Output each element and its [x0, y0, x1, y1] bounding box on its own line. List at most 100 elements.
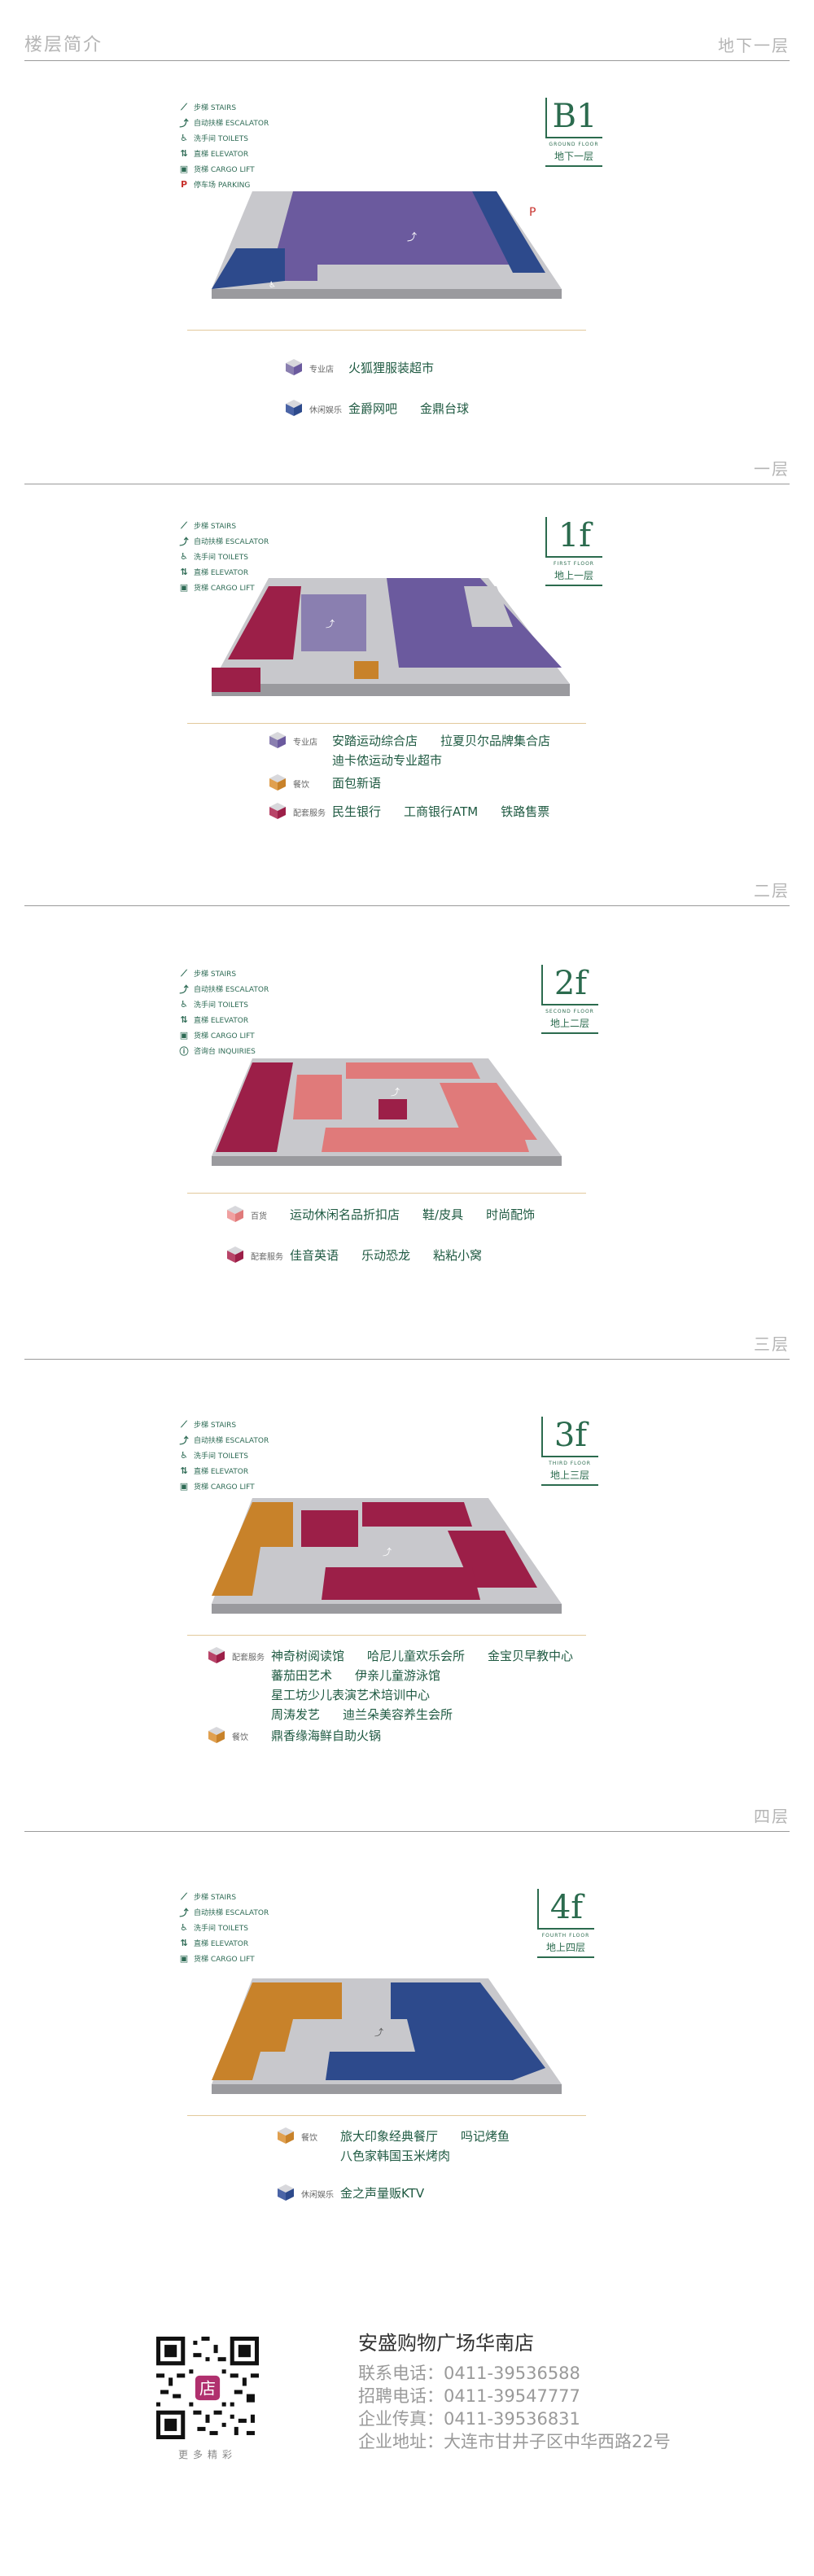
legend-item: ♿洗手间 TOILETS: [180, 1922, 249, 1933]
escalator-icon: ⤴: [179, 536, 189, 547]
inquiries-icon: ⓘ: [179, 1045, 189, 1057]
floor-map-4f: ⤴: [212, 1978, 562, 2094]
shop-name: 八色家韩国玉米烤肉: [340, 2149, 451, 2163]
shop-name: 迪兰朵美容养生会所: [343, 1707, 453, 1722]
category-cube-icon: [227, 1206, 243, 1222]
legend-item: ▣货梯 CARGO LIFT: [179, 164, 255, 174]
elevator-icon: ⇅: [180, 148, 188, 159]
divider: [24, 1359, 790, 1360]
category-row: 餐饮 鼎香缘海鲜自助火锅: [208, 1726, 404, 1746]
category-cube-icon: [286, 359, 302, 375]
legend-item: ▣货梯 CARGO LIFT: [179, 582, 255, 593]
shop-name: 粘粘小窝: [433, 1248, 483, 1263]
floor-badge-b1: B1 GROUND FLOOR 地下一层: [545, 98, 602, 167]
svg-text:♿: ♿: [269, 281, 276, 290]
legend-item: ⤴自动扶梯 ESCALATOR: [179, 117, 269, 129]
qr-caption: 更多精彩: [177, 2449, 237, 2460]
shop-name: 时尚配饰: [486, 1207, 536, 1222]
cargo-lift-icon: ▣: [179, 1953, 189, 1964]
svg-text:⤴: ⤴: [407, 230, 417, 243]
floor-map-1f: ⤴: [212, 578, 570, 696]
cargo-lift-icon: ▣: [179, 582, 189, 593]
legend-item: ⟋步梯 STAIRS: [179, 1889, 309, 1904]
elevator-icon: ⇅: [180, 1465, 188, 1476]
fax: 企业传真：0411-39536831: [358, 2409, 580, 2429]
shop-name: 周涛发艺: [271, 1707, 321, 1722]
category-cube-icon: [278, 2184, 294, 2201]
divider: [187, 1635, 586, 1636]
shop-name: 火狐狸服装超市: [348, 361, 435, 375]
category-cube-icon: [227, 1246, 243, 1263]
category-row: 休闲娱乐 金爵网吧金鼎台球: [285, 399, 492, 418]
divider: [187, 330, 586, 331]
legend-item: ⟋步梯 STAIRS: [179, 518, 309, 533]
legend-item: ⤴自动扶梯 ESCALATOR: [179, 984, 269, 995]
floor-badge-3f: 3f THIRD FLOOR 地上三层: [541, 1417, 598, 1486]
legend-b1: ⟋步梯 STAIRS ⤴自动扶梯 ESCALATOR ♿洗手间 TOILETS …: [179, 99, 309, 192]
legend-item: ⇅直梯 ELEVATOR: [180, 1938, 249, 1948]
category-row: 专业店 安踏运动综合店拉夏贝尔品牌集合店 迪卡侬运动专业超市: [269, 731, 573, 770]
escalator-icon: ⤴: [179, 1907, 189, 1918]
legend-item: ♿洗手间 TOILETS: [180, 1450, 249, 1461]
cargo-lift-icon: ▣: [179, 1481, 189, 1492]
svg-text:店: 店: [199, 2379, 216, 2399]
category-cube-icon: [269, 803, 286, 819]
shop-name: 金宝贝早教中心: [488, 1649, 574, 1663]
divider: [187, 2115, 586, 2116]
contact-phone: 联系电话：0411-39536588: [358, 2364, 580, 2383]
contact-info: 安盛购物广场华南店 联系电话：0411-39536588 招聘电话：0411-3…: [358, 2327, 671, 2453]
legend-item: ⟋步梯 STAIRS: [179, 966, 309, 981]
divider: [24, 1831, 790, 1832]
section-header-1f: 一层: [24, 444, 790, 484]
shop-name: 乐动恐龙: [361, 1248, 411, 1263]
legend-item: ⟋步梯 STAIRS: [179, 99, 309, 115]
legend-item: ▣货梯 CARGO LIFT: [179, 1953, 255, 1964]
shop-name: 金鼎台球: [420, 401, 470, 416]
shop-name: 旅大印象经典餐厅: [340, 2129, 439, 2144]
category-cube-icon: [269, 732, 286, 748]
legend-item: ♿洗手间 TOILETS: [180, 133, 249, 143]
shop-name: 哈尼儿童欢乐会所: [367, 1649, 466, 1663]
escalator-icon: ⤴: [179, 984, 189, 995]
shop-name: 面包新语: [332, 776, 382, 791]
legend-item: ♿洗手间 TOILETS: [180, 551, 249, 562]
legend-item: ♿洗手间 TOILETS: [180, 999, 249, 1010]
elevator-icon: ⇅: [180, 1014, 188, 1025]
floor-label: 二层: [754, 881, 790, 900]
toilet-icon: ♿: [180, 1450, 188, 1461]
stairs-icon: ⟋: [181, 1418, 187, 1430]
section-header-b1: 楼层简介 地下一层: [24, 20, 790, 61]
category-row: 专业店 火狐狸服装超市: [285, 358, 457, 378]
legend-1f: ⟋步梯 STAIRS ⤴自动扶梯 ESCALATOR ♿洗手间 TOILETS …: [179, 518, 309, 595]
shop-name: 金之声量贩KTV: [340, 2186, 425, 2201]
legend-4f: ⟋步梯 STAIRS ⤴自动扶梯 ESCALATOR ♿洗手间 TOILETS …: [179, 1889, 309, 1966]
elevator-icon: ⇅: [180, 1938, 188, 1948]
floor-label: 地下一层: [718, 36, 790, 55]
legend-item: ▣货梯 CARGO LIFT: [179, 1481, 255, 1492]
shop-name: 蕃茄田艺术: [271, 1668, 333, 1683]
divider: [187, 723, 586, 724]
shop-name: 安踏运动综合店: [332, 734, 418, 748]
address: 企业地址：大连市甘井子区中华西路22号: [358, 2432, 671, 2451]
legend-item: ⇅直梯 ELEVATOR: [180, 1014, 249, 1025]
elevator-icon: ⇅: [180, 567, 188, 577]
escalator-icon: ⤴: [179, 117, 189, 129]
svg-text:⤴: ⤴: [383, 1546, 392, 1557]
category-cube-icon: [208, 1727, 225, 1743]
legend-3f: ⟋步梯 STAIRS ⤴自动扶梯 ESCALATOR ♿洗手间 TOILETS …: [179, 1417, 309, 1494]
shop-name: 金爵网吧: [348, 401, 398, 416]
toilet-icon: ♿: [180, 1922, 188, 1933]
cargo-lift-icon: ▣: [179, 164, 189, 174]
escalator-icon: ⤴: [179, 1435, 189, 1446]
divider: [187, 1193, 586, 1194]
floor-label: 一层: [754, 459, 790, 479]
toilet-icon: ♿: [180, 999, 188, 1010]
legend-item: ⇅直梯 ELEVATOR: [180, 1465, 249, 1476]
stairs-icon: ⟋: [181, 519, 187, 531]
legend-item: ▣货梯 CARGO LIFT: [179, 1030, 255, 1040]
store-name: 安盛购物广场华南店: [358, 2332, 534, 2355]
category-cube-icon: [286, 400, 302, 416]
qr-code[interactable]: 店: [156, 2337, 259, 2439]
shop-name: 佳音英语: [290, 1248, 339, 1263]
